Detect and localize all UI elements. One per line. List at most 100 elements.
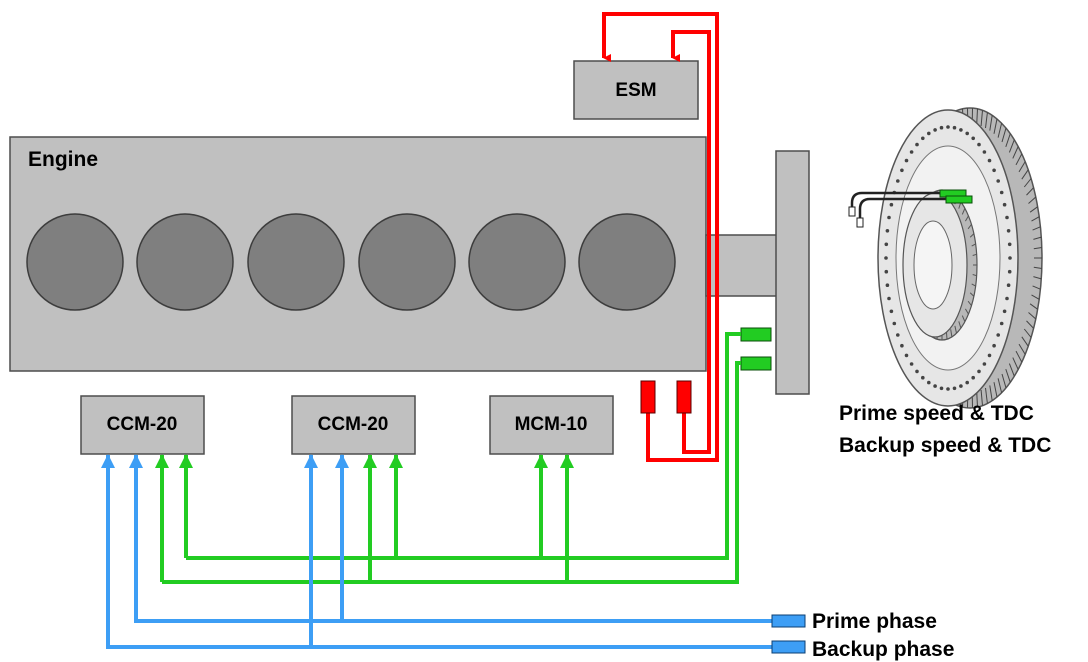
gear-tooth [1018,161,1026,173]
pickup-connector-2 [856,217,864,228]
flywheel-hole [982,362,987,366]
flywheel-hole [904,353,909,358]
hub-gear-tooth [971,243,976,247]
flywheel-hole [952,125,957,130]
flywheel-hole [1006,229,1011,233]
gear-tooth [1023,178,1032,188]
hub-gear-tooth [961,315,966,322]
hub-gear-tooth [964,215,969,222]
hub-gear-tooth [972,253,977,256]
backup-phase-label: Backup phase [812,638,954,661]
flywheel-hole [896,179,900,183]
esm-sensor-1 [640,380,656,414]
prime-speed-sensor [740,327,772,342]
backup-speed-sensor [740,356,772,371]
flywheel-hole [1002,202,1007,207]
flywheel-hole [1006,283,1011,288]
flywheel-hole [946,387,950,391]
gear-tooth [985,387,988,404]
gear-tooth [1033,276,1042,280]
speed-wiring [155,332,741,584]
pickup-cable-1 [850,191,940,213]
flywheel-hole [996,179,1000,183]
flywheel-hole [946,125,950,129]
flywheel-hole [909,362,914,366]
cylinder-1 [26,213,124,311]
gear-tooth [1026,187,1034,196]
gear-tooth [1001,373,1007,389]
flywheel-hole [996,333,1000,337]
ccm-middle-module [291,395,416,455]
flywheel-hole [1008,256,1012,260]
gear-tooth [1031,294,1040,300]
cylinder-4 [358,213,456,311]
gear-tooth [1033,236,1042,240]
gear-tooth [1001,127,1007,143]
prime-speed-tdc-label: Prime speed & TDC [839,402,1034,425]
flywheel-illustration [848,107,1043,409]
gear-tooth [1018,343,1026,355]
flywheel-hole [887,215,891,220]
flywheel-hole [965,380,969,385]
flywheel-hole [900,343,904,348]
gear-tooth [1015,153,1023,166]
gear-tooth [989,385,993,401]
ccm-left-module [80,395,205,455]
flywheel-hole [971,375,975,380]
backup-speed-tdc-label: Backup speed & TDC [839,434,1051,457]
pickup-cable-2 [858,197,946,222]
hub-gear-tooth [958,321,962,329]
flywheel-hole [999,321,1004,326]
flywheel-hole [927,131,931,136]
flywheel-hole [1005,215,1009,220]
flywheel-plate [775,150,810,395]
prime-phase-bus [129,454,772,623]
flywheel-hole [889,309,894,314]
esm-module [573,60,699,120]
hub-gear-tooth [954,325,957,334]
pickup-sensor-backup [945,195,973,204]
backup-phase-sensor [771,640,806,654]
flywheel-hole [884,242,889,247]
flywheel-hole [977,369,981,374]
flywheel-hole [927,380,931,385]
hub-gear-tooth [964,308,969,315]
flywheel-hole [921,136,925,141]
mcm-label: MCM-10 [515,414,588,435]
flywheel-hole [1002,309,1007,314]
gear-tooth [1033,247,1042,250]
esm-wiring [602,12,719,462]
flywheel-hole [896,333,900,337]
gear-tooth [985,112,988,129]
flywheel-hole [992,343,996,348]
flywheel-hole [921,375,925,380]
gear-tooth [1029,206,1038,213]
flywheel-hole [884,256,888,260]
flywheel-hole [939,386,944,391]
flywheel-hole [915,369,919,374]
gear-tooth [1005,368,1011,383]
flywheel-hole [909,150,914,154]
gear-tooth [1032,285,1041,290]
gear-tooth [980,110,983,127]
flywheel-hole [1007,242,1012,247]
cylinder-3 [247,213,345,311]
hub-gear-tooth [967,224,972,230]
ccm-left-label: CCM-20 [107,414,178,435]
flywheel-hole [933,384,937,388]
gear-tooth [1021,336,1029,347]
gear-tooth [1026,320,1034,329]
backup-phase-bus [101,454,772,649]
gear-tooth [993,118,998,134]
hub-gear-tooth [971,283,976,287]
flywheel-hole [971,136,975,141]
flywheel-hole [892,321,897,326]
hub-gear-tooth [972,274,977,277]
gear-tooth [1005,133,1011,148]
flywheel-hole [992,168,996,173]
prime-phase-label: Prime phase [812,610,937,633]
hub-bore [913,220,953,310]
hub-gear-tooth [969,292,975,297]
flywheel-hole [959,128,963,132]
flywheel-hole [887,296,891,301]
